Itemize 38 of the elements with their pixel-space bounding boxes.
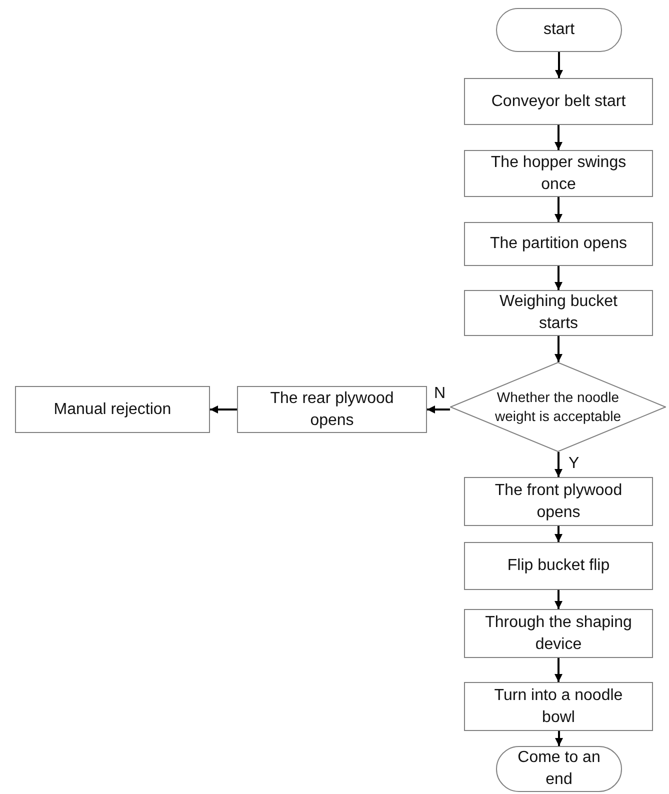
arrow <box>427 406 450 414</box>
node-label: Come to an end <box>516 748 602 790</box>
decision-diamond <box>450 362 666 452</box>
node-label: start <box>543 20 575 40</box>
process-box <box>464 78 653 125</box>
arrow <box>554 658 562 682</box>
node-label: Conveyor belt start <box>491 92 626 112</box>
process-box <box>464 682 653 731</box>
process-box <box>237 386 427 433</box>
arrow <box>210 406 237 414</box>
process-box <box>464 222 653 266</box>
arrow <box>555 731 563 746</box>
arrow <box>554 452 562 477</box>
process-box <box>464 150 653 197</box>
process-box <box>464 542 653 590</box>
node-label: Through the shaping device <box>484 612 633 654</box>
arrow <box>554 526 562 542</box>
process-box <box>464 477 653 526</box>
arrow <box>554 336 562 362</box>
node-label: Whether the noodle weight is acceptable <box>494 388 622 426</box>
node-label: Flip bucket flip <box>507 556 610 576</box>
node-label: Turn into a noodle bowl <box>493 686 624 728</box>
arrow <box>554 590 562 609</box>
node-label: Weighing bucket starts <box>498 292 618 334</box>
arrow <box>554 125 562 150</box>
process-box <box>15 386 210 433</box>
process-box <box>464 290 653 336</box>
arrow <box>554 197 562 222</box>
process-box <box>464 609 653 658</box>
arrow <box>554 266 562 290</box>
node-label: The rear plywood opens <box>269 388 395 430</box>
node-label: Manual rejection <box>54 400 172 420</box>
node-label: The partition opens <box>490 234 627 254</box>
node-label: The hopper swings once <box>490 152 628 194</box>
terminator-box <box>496 746 622 792</box>
node-label: The front plywood opens <box>494 480 624 522</box>
terminator-box <box>496 8 622 52</box>
arrow <box>555 52 563 78</box>
